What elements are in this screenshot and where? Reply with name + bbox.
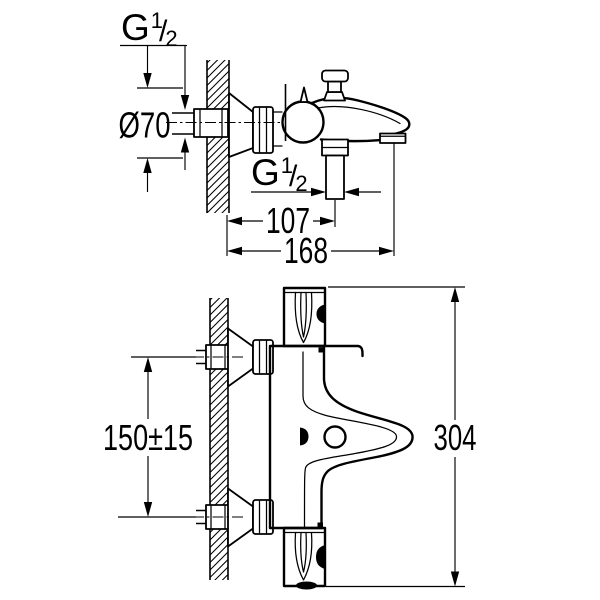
- bottom-handle-base: [296, 581, 317, 590]
- union-nut: [252, 106, 274, 154]
- top-handle-grip-flutes: [294, 291, 313, 344]
- wall-hatch-front: [210, 298, 228, 580]
- dim-wall-thread: G1/2: [120, 7, 190, 192]
- dim-overall-height: 304: [326, 286, 477, 588]
- union-inner-lines: [199, 109, 223, 137]
- aerator: [379, 132, 407, 144]
- dim-total-projection: 168: [227, 143, 395, 271]
- dim-outlet-offset: 107: [226, 200, 336, 256]
- dim-connection-spacing: 150±15: [103, 356, 196, 518]
- union-body: [193, 108, 229, 138]
- shower-outlet: [321, 138, 349, 200]
- lower-connection: [193, 487, 274, 548]
- spout-opening-circle: [323, 425, 347, 449]
- outlet-thread-label: G1/2: [251, 152, 308, 196]
- spout-top-edge: [310, 96, 411, 137]
- bottom-handle-grip-flutes: [294, 532, 313, 581]
- bottom-handle-grip-notch: [316, 545, 325, 569]
- nut-body: [252, 106, 274, 154]
- lower-escutcheon: [227, 487, 254, 548]
- escutcheon-diameter-label: Ø70: [119, 105, 171, 146]
- body-top-detail: [318, 347, 324, 353]
- spout-outer-outline: [320, 344, 414, 530]
- temperature-pointer: [299, 86, 309, 103]
- upper-nut-facets: [258, 340, 268, 374]
- knob-flange: [323, 91, 346, 102]
- top-handle-grip-notch: [316, 304, 325, 324]
- upper-union-inner: [210, 345, 226, 369]
- neck-lines: [272, 111, 283, 147]
- total-projection-label: 168: [284, 230, 328, 271]
- diverter-knob: [321, 69, 349, 102]
- lower-nut-facets: [258, 500, 268, 534]
- body-and-spout: [268, 344, 414, 530]
- spout-inner-outline: [302, 351, 398, 529]
- knob-stem: [327, 80, 342, 93]
- outlet-offset-label: 107: [266, 200, 310, 241]
- nut-facets: [258, 107, 268, 153]
- wall-section-front: [209, 298, 229, 580]
- dim-outlet-thread: G1/2: [251, 152, 381, 197]
- top-handle: [282, 286, 327, 348]
- upper-connection: [193, 327, 274, 388]
- lower-pipe-stub: [196, 509, 206, 525]
- wall-thread-label: G1/2: [121, 7, 178, 51]
- lower-union-nut: [252, 499, 274, 535]
- overall-height-label: 304: [434, 417, 477, 458]
- supply-pipe-stub: [172, 112, 194, 135]
- spout-inner-line: [317, 105, 401, 125]
- knob-cap: [321, 69, 349, 83]
- dim-escutcheon-diameter: Ø70: [119, 87, 183, 159]
- handle-end-circle: [281, 100, 325, 144]
- supply-union: [172, 108, 229, 138]
- body-outline: [268, 344, 364, 530]
- side-view: G1/2 Ø70 G1/2 107: [119, 7, 411, 271]
- spout-detail-mark: [300, 427, 309, 446]
- bottom-handle: [282, 526, 327, 590]
- outlet-pipe: [325, 154, 345, 200]
- lower-union-inner: [210, 505, 226, 529]
- escutcheon: [228, 92, 254, 158]
- connection-spacing-label: 150±15: [103, 417, 193, 458]
- upper-pipe-stub: [196, 349, 206, 365]
- front-view: 150±15 304: [103, 286, 477, 590]
- upper-escutcheon: [227, 327, 254, 388]
- spout: [310, 96, 411, 144]
- body-bottom-detail: [317, 522, 323, 528]
- upper-union-nut: [252, 339, 274, 375]
